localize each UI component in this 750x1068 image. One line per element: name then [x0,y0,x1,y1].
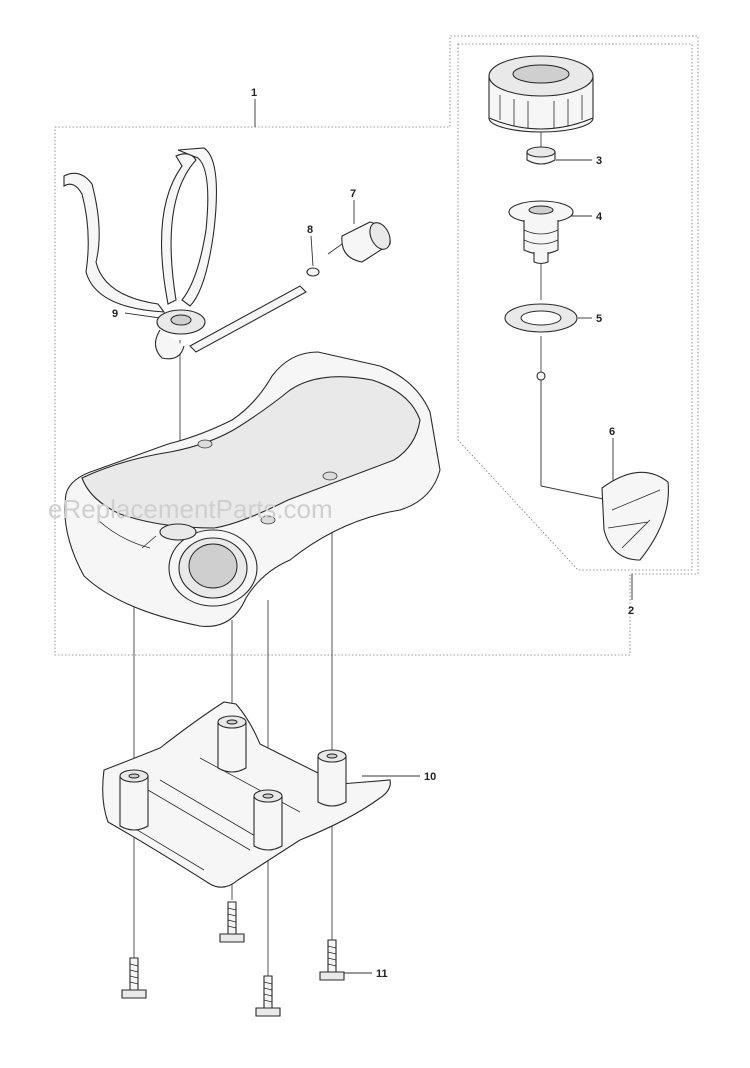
callout-9: 9 [112,308,118,320]
callout-6: 6 [609,426,615,438]
callout-3: 3 [596,155,602,167]
fuel-hose-part [63,147,218,360]
watermark-text: eReplacementParts.com [48,494,333,524]
callout-10: 10 [424,771,436,783]
hose-clip-part [306,267,320,277]
leader-9 [124,312,161,319]
fuel-line-part [189,285,307,353]
screw-part [319,939,345,981]
screw-part [219,901,245,943]
callout-5: 5 [596,313,602,325]
callout-7: 7 [350,188,356,200]
callout-8: 8 [307,224,313,236]
fuel-filter-part [536,371,669,561]
cap-insert-part [508,200,574,265]
fuel-tank-part [64,351,441,627]
inline-filter-part [327,221,391,263]
skid-plate-part [102,701,391,888]
leader-8 [310,235,314,267]
callout-11: 11 [376,968,388,980]
fuel-cap-part [488,55,594,133]
screw-part [121,957,147,999]
callout-4: 4 [596,211,603,223]
callout-2: 2 [628,605,634,617]
assembly-1-boundary [54,35,699,656]
callout-1: 1 [251,87,257,99]
assembly-2-boundary [457,43,693,571]
seal-disc-part [526,146,556,165]
screw-part [255,975,281,1017]
washer-part [504,303,578,333]
